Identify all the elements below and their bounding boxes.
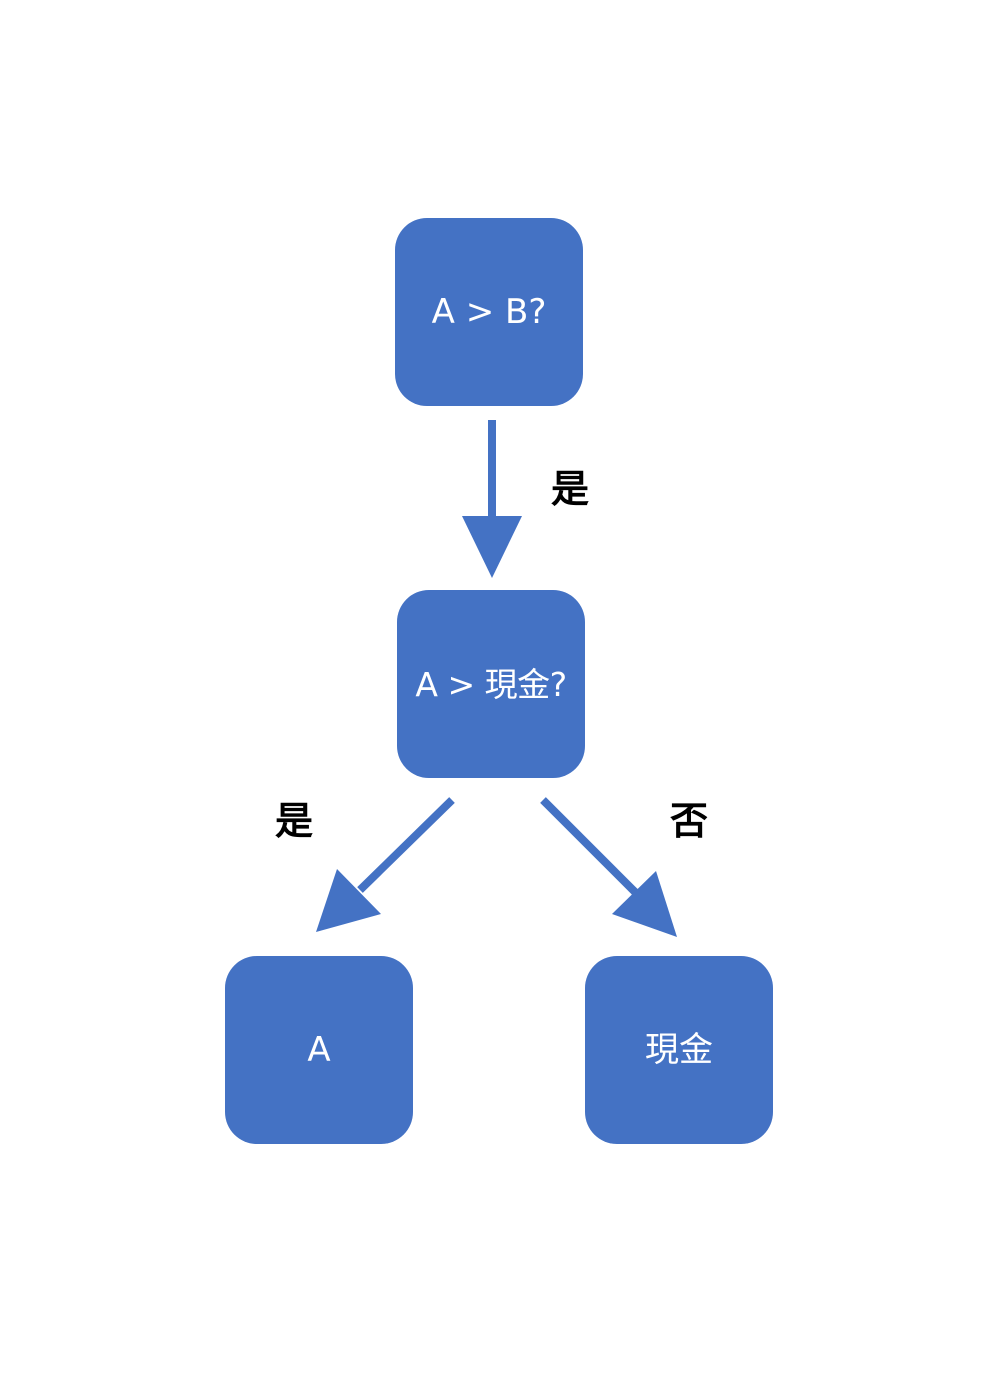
edge-label-no-right: 否 bbox=[670, 799, 709, 843]
decision-node-a-greater-cash-label: A > 現金? bbox=[415, 664, 567, 704]
arrow-root-to-middle bbox=[462, 420, 522, 578]
result-node-a-label: A bbox=[307, 1030, 331, 1070]
decision-node-a-greater-b-label: A > B? bbox=[431, 292, 547, 332]
arrow-middle-to-left bbox=[316, 797, 455, 932]
edge-label-yes-root: 是 bbox=[551, 467, 590, 511]
decision-node-a-greater-cash: A > 現金? bbox=[397, 590, 585, 778]
result-node-cash-label: 現金 bbox=[645, 1030, 713, 1070]
decision-node-a-greater-b: A > B? bbox=[395, 218, 583, 406]
arrow-middle-to-right bbox=[540, 797, 677, 937]
result-node-cash: 現金 bbox=[585, 956, 773, 1144]
edge-label-yes-left: 是 bbox=[275, 799, 314, 843]
result-node-a: A bbox=[225, 956, 413, 1144]
